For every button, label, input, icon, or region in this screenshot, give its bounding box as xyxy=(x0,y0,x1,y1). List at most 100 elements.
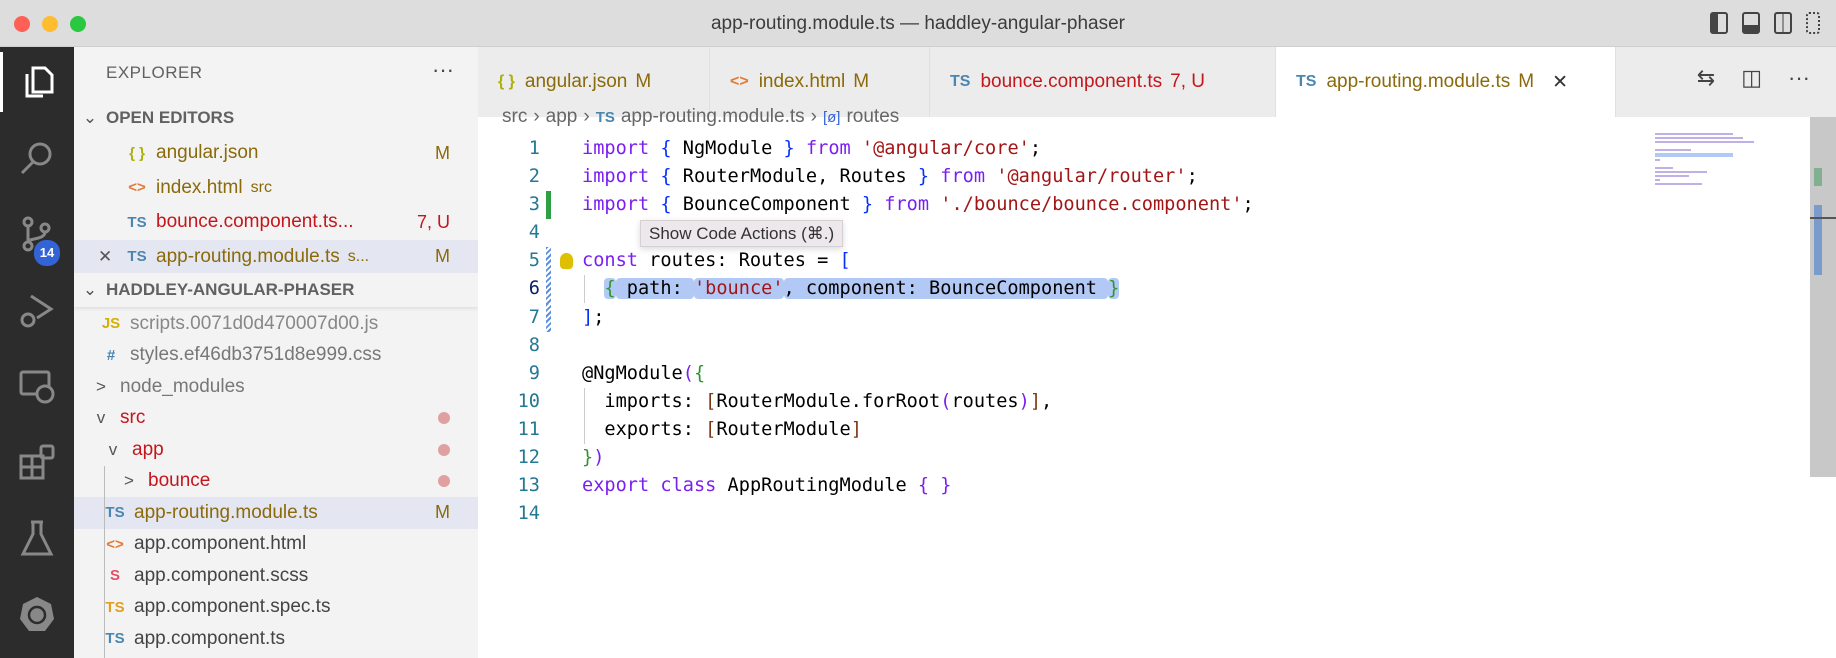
search-icon[interactable] xyxy=(0,128,74,188)
toggle-panel-icon[interactable] xyxy=(1742,12,1760,34)
code-token: '@angular/core' xyxy=(861,138,1030,159)
file-name: app.component.html xyxy=(134,533,307,555)
code-token xyxy=(649,194,660,215)
source-control-icon[interactable]: 14 xyxy=(0,204,74,266)
project-header[interactable]: ⌄HADDLEY-ANGULAR-PHASER xyxy=(74,273,478,307)
file-name: app.component.spec.ts xyxy=(134,596,331,618)
breadcrumb-file[interactable]: app-routing.module.ts xyxy=(620,106,805,127)
code-token: import xyxy=(582,166,650,188)
code-token: } xyxy=(1108,278,1120,300)
modified-line-marker xyxy=(546,275,551,304)
code-token xyxy=(851,138,862,159)
kubernetes-icon[interactable] xyxy=(0,584,74,644)
explorer-icon[interactable] xyxy=(0,52,74,112)
lightbulb-icon[interactable] xyxy=(560,253,573,270)
code-token: } xyxy=(783,138,795,159)
open-changes-icon[interactable]: ⇆ xyxy=(1696,65,1716,90)
minimize-window-button[interactable] xyxy=(42,16,58,32)
code-token xyxy=(795,138,806,159)
tree-item[interactable]: #styles.ef46db3751d8e999.css xyxy=(74,340,478,372)
close-icon[interactable]: ✕ xyxy=(98,246,113,266)
more-actions-button[interactable]: ··· xyxy=(432,57,454,82)
tree-item[interactable]: >node_modules xyxy=(74,371,478,403)
toggle-secondary-sidebar-icon[interactable] xyxy=(1774,12,1792,34)
file-name: index.html xyxy=(156,176,243,198)
indent-guide xyxy=(584,415,585,444)
chevron-right-icon: > xyxy=(96,376,106,396)
code-token: } xyxy=(940,475,952,497)
code-token: imports: xyxy=(582,390,706,412)
code-token: './bounce/bounce.component' xyxy=(940,194,1243,216)
run-debug-icon[interactable] xyxy=(0,280,74,340)
extensions-icon[interactable] xyxy=(0,432,74,492)
git-status: M xyxy=(435,502,450,523)
file-type-icon: { } xyxy=(498,73,515,90)
code-token: RouterModule.forRoot xyxy=(716,390,941,412)
customize-layout-icon[interactable] xyxy=(1806,12,1820,34)
file-hint: src xyxy=(250,178,272,196)
ts-file-icon: TS xyxy=(595,108,615,126)
code-token: { xyxy=(604,278,616,300)
code-token xyxy=(929,166,940,187)
file-name: bounce xyxy=(148,470,211,492)
code-token: ] xyxy=(582,306,594,328)
close-window-button[interactable] xyxy=(14,16,30,32)
code-token xyxy=(929,475,940,496)
code-token: ; xyxy=(593,306,605,328)
maximize-window-button[interactable] xyxy=(70,16,86,32)
code-token: ( xyxy=(682,362,694,384)
code-token: [ xyxy=(839,250,851,272)
tree-item[interactable]: <>app.component.html xyxy=(74,529,478,561)
file-type-icon: TS xyxy=(105,504,125,522)
breadcrumb-src[interactable]: src xyxy=(502,106,528,127)
tab-status: 7, U xyxy=(1170,71,1205,92)
code-token xyxy=(985,166,996,187)
chevron-right-icon: > xyxy=(124,471,134,491)
close-tab-icon[interactable]: ✕ xyxy=(1552,71,1568,93)
code-token: exports: xyxy=(582,418,706,440)
file-name: angular.json xyxy=(156,142,259,163)
code-token xyxy=(649,475,660,496)
remote-explorer-icon[interactable] xyxy=(0,356,74,416)
open-editors-header[interactable]: ⌄OPEN EDITORS xyxy=(74,101,478,135)
vertical-scrollbar[interactable] xyxy=(1810,117,1836,477)
code-token: } xyxy=(582,447,594,469)
breadcrumb-symbol[interactable]: routes xyxy=(846,106,900,127)
code-text: imports: [RouterModule.forRoot(routes)], xyxy=(582,388,1052,416)
more-actions-icon[interactable]: ··· xyxy=(1788,65,1810,90)
minimap[interactable] xyxy=(1655,133,1785,213)
line-number: 2 xyxy=(528,166,540,188)
tab-label: angular.json xyxy=(524,71,628,92)
code-token: const xyxy=(582,250,638,272)
code-text: @NgModule({ xyxy=(582,360,705,388)
indent-guide xyxy=(584,275,585,304)
breadcrumb-app[interactable]: app xyxy=(545,106,578,127)
split-editor-icon[interactable]: ◫ xyxy=(1741,65,1763,90)
chevron-down-icon: v xyxy=(96,408,106,428)
code-token: ] xyxy=(850,418,862,440)
toggle-sidebar-icon[interactable] xyxy=(1710,12,1728,34)
tree-item[interactable]: > bounce xyxy=(74,466,478,498)
file-type-icon: TS xyxy=(127,213,147,231)
indent-guide xyxy=(584,387,585,416)
chevron-down-icon: v xyxy=(108,439,118,459)
testing-icon[interactable] xyxy=(0,508,74,568)
file-name: bounce.component.ts... xyxy=(156,211,354,232)
code-token: class xyxy=(660,475,717,497)
code-token: '@angular/router' xyxy=(996,166,1187,188)
